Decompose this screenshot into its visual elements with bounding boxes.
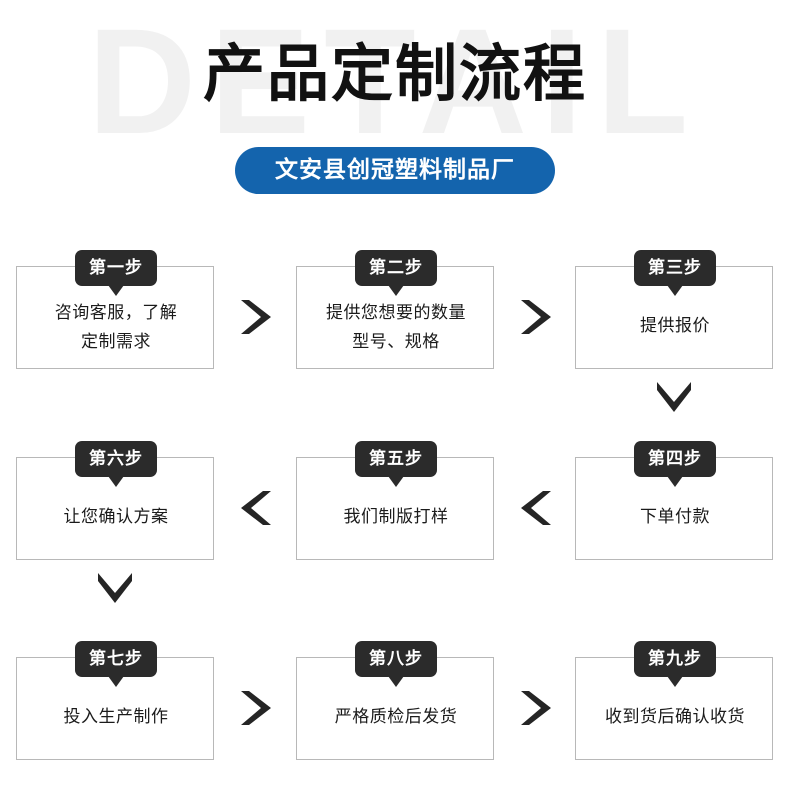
step-6-badge: 第六步 — [75, 441, 157, 487]
arrow-step7-to-step8-icon — [235, 685, 277, 731]
step-3-text: 提供报价 — [576, 267, 774, 370]
step-2-badge: 第二步 — [355, 250, 437, 296]
step-9-badge: 第九步 — [634, 641, 716, 687]
step-3-badge: 第三步 — [634, 250, 716, 296]
step-4-badge: 第四步 — [634, 441, 716, 487]
flow-step-1: 咨询客服，了解 定制需求 第一步 — [16, 242, 216, 402]
step-8-line-1: 严格质检后发货 — [334, 707, 458, 726]
flow-step-4: 下单付款 第四步 — [575, 433, 775, 593]
flow-row-3: 投入生产制作 第七步 严格质检后发货 第八步 — [0, 633, 790, 793]
flow-row-2: 让您确认方案 第六步 我们制版打样 第五步 — [0, 433, 790, 603]
step-1-text: 咨询客服，了解 定制需求 — [17, 267, 215, 370]
step-7-line-1: 投入生产制作 — [63, 707, 169, 726]
step-1-line-2: 定制需求 — [81, 331, 151, 351]
step-2-text: 提供您想要的数量 型号、规格 — [297, 267, 495, 370]
arrow-step5-to-step6-icon — [235, 485, 277, 531]
step-8-badge: 第八步 — [355, 641, 437, 687]
flow-step-2: 提供您想要的数量 型号、规格 第二步 — [296, 242, 496, 402]
arrow-step8-to-step9-icon — [515, 685, 557, 731]
page-header: DETAIL 产品定制流程 文安县创冠塑料制品厂 — [0, 0, 790, 212]
flow-step-6: 让您确认方案 第六步 — [16, 433, 216, 593]
subtitle-container: 文安县创冠塑料制品厂 — [0, 147, 790, 194]
step-1-line-1: 咨询客服，了解 — [54, 302, 178, 322]
step-8-text: 严格质检后发货 — [297, 658, 495, 761]
arrow-step4-to-step5-icon — [515, 485, 557, 531]
step-3-line-1: 提供报价 — [640, 316, 710, 335]
flow-step-8: 严格质检后发货 第八步 — [296, 633, 496, 793]
step-7-badge: 第七步 — [75, 641, 157, 687]
detail-watermark-text: DETAIL — [87, 0, 703, 165]
step-5-box: 我们制版打样 — [296, 457, 494, 560]
flow-row-1: 咨询客服，了解 定制需求 第一步 提供您想要的数量 型号、规格 — [0, 242, 790, 412]
step-5-badge: 第五步 — [355, 441, 437, 487]
flow-step-9: 收到货后确认收货 第九步 — [575, 633, 775, 793]
arrow-step6-to-step7-icon — [92, 569, 138, 609]
arrow-step3-to-step4-icon — [651, 378, 697, 418]
step-4-text: 下单付款 — [576, 458, 774, 561]
step-2-line-2: 型号、规格 — [352, 331, 440, 351]
company-name-badge: 文安县创冠塑料制品厂 — [235, 147, 555, 194]
step-5-text: 我们制版打样 — [297, 458, 495, 561]
arrow-step2-to-step3-icon — [515, 294, 557, 340]
step-1-badge: 第一步 — [75, 250, 157, 296]
step-2-line-1: 提供您想要的数量 — [326, 302, 466, 322]
page-title: 产品定制流程 — [202, 40, 587, 109]
step-6-line-1: 让您确认方案 — [63, 507, 169, 526]
step-6-text: 让您确认方案 — [17, 458, 215, 561]
flow-step-7: 投入生产制作 第七步 — [16, 633, 216, 793]
step-5-line-1: 我们制版打样 — [343, 507, 449, 526]
step-9-line-1: 收到货后确认收货 — [605, 707, 745, 726]
flow-diagram: 咨询客服，了解 定制需求 第一步 提供您想要的数量 型号、规格 — [0, 212, 790, 807]
flow-step-3: 提供报价 第三步 — [575, 242, 775, 402]
flow-step-5: 我们制版打样 第五步 — [296, 433, 496, 593]
step-7-text: 投入生产制作 — [17, 658, 215, 761]
step-9-text: 收到货后确认收货 — [576, 658, 774, 761]
step-4-line-1: 下单付款 — [640, 507, 710, 526]
arrow-step1-to-step2-icon — [235, 294, 277, 340]
